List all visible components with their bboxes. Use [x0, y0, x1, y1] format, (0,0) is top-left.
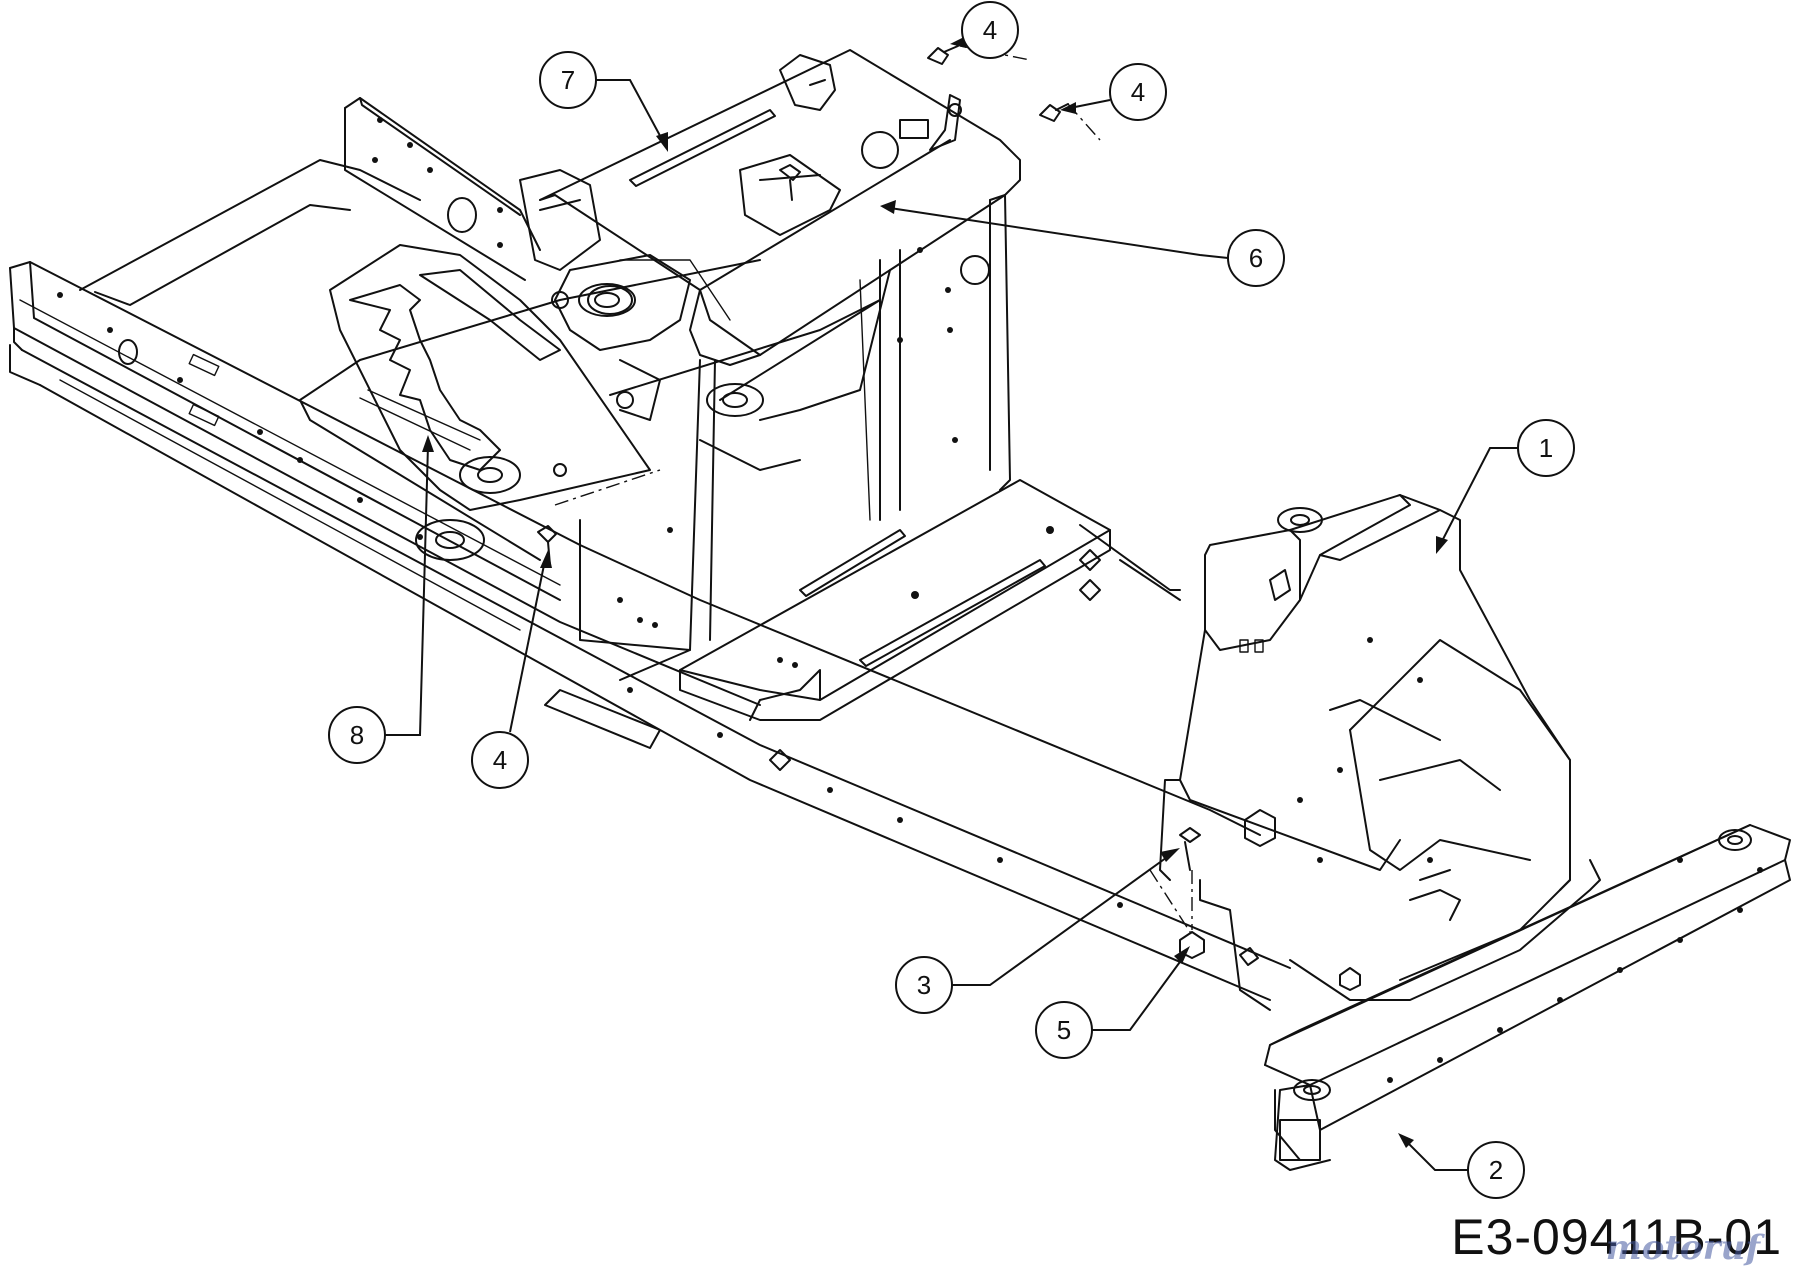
- seat-tower: [539, 49, 1111, 721]
- callout-4-right: 4: [1060, 63, 1167, 121]
- shift-gate-plate: [329, 169, 691, 511]
- callout-8: 8: [328, 435, 434, 764]
- callout-label: 3: [917, 970, 931, 1000]
- callout-3: 3: [895, 848, 1180, 1014]
- callout-2: 2: [1398, 1133, 1525, 1199]
- callout-1: 1: [1436, 419, 1575, 554]
- callout-label: 4: [1131, 77, 1145, 107]
- watermark-logo: motoruf: [1605, 1228, 1760, 1268]
- callout-label: 5: [1057, 1015, 1071, 1045]
- front-axle-rail: [1079, 524, 1791, 1171]
- callout-label: 8: [350, 720, 364, 750]
- callout-4-top: 4: [950, 1, 1019, 59]
- callout-6: 6: [880, 200, 1285, 287]
- callout-5: 5: [1035, 946, 1190, 1059]
- pedal-bracket: [1159, 494, 1571, 921]
- drawing-code: E3-09411B-01: [1451, 1209, 1782, 1265]
- callout-label: 2: [1489, 1155, 1503, 1185]
- callout-7: 7: [539, 51, 668, 152]
- rear-upright-bracket: [344, 97, 541, 281]
- callout-label: 1: [1539, 433, 1553, 463]
- frame-main-rail-left: [9, 261, 1291, 1001]
- callout-4-lower: 4: [471, 550, 552, 789]
- fasteners: [537, 45, 1361, 991]
- callout-label: 6: [1249, 243, 1263, 273]
- callout-label: 7: [561, 65, 575, 95]
- callout-label: 4: [493, 745, 507, 775]
- callout-label: 4: [983, 15, 997, 45]
- floor-pan: [79, 159, 891, 561]
